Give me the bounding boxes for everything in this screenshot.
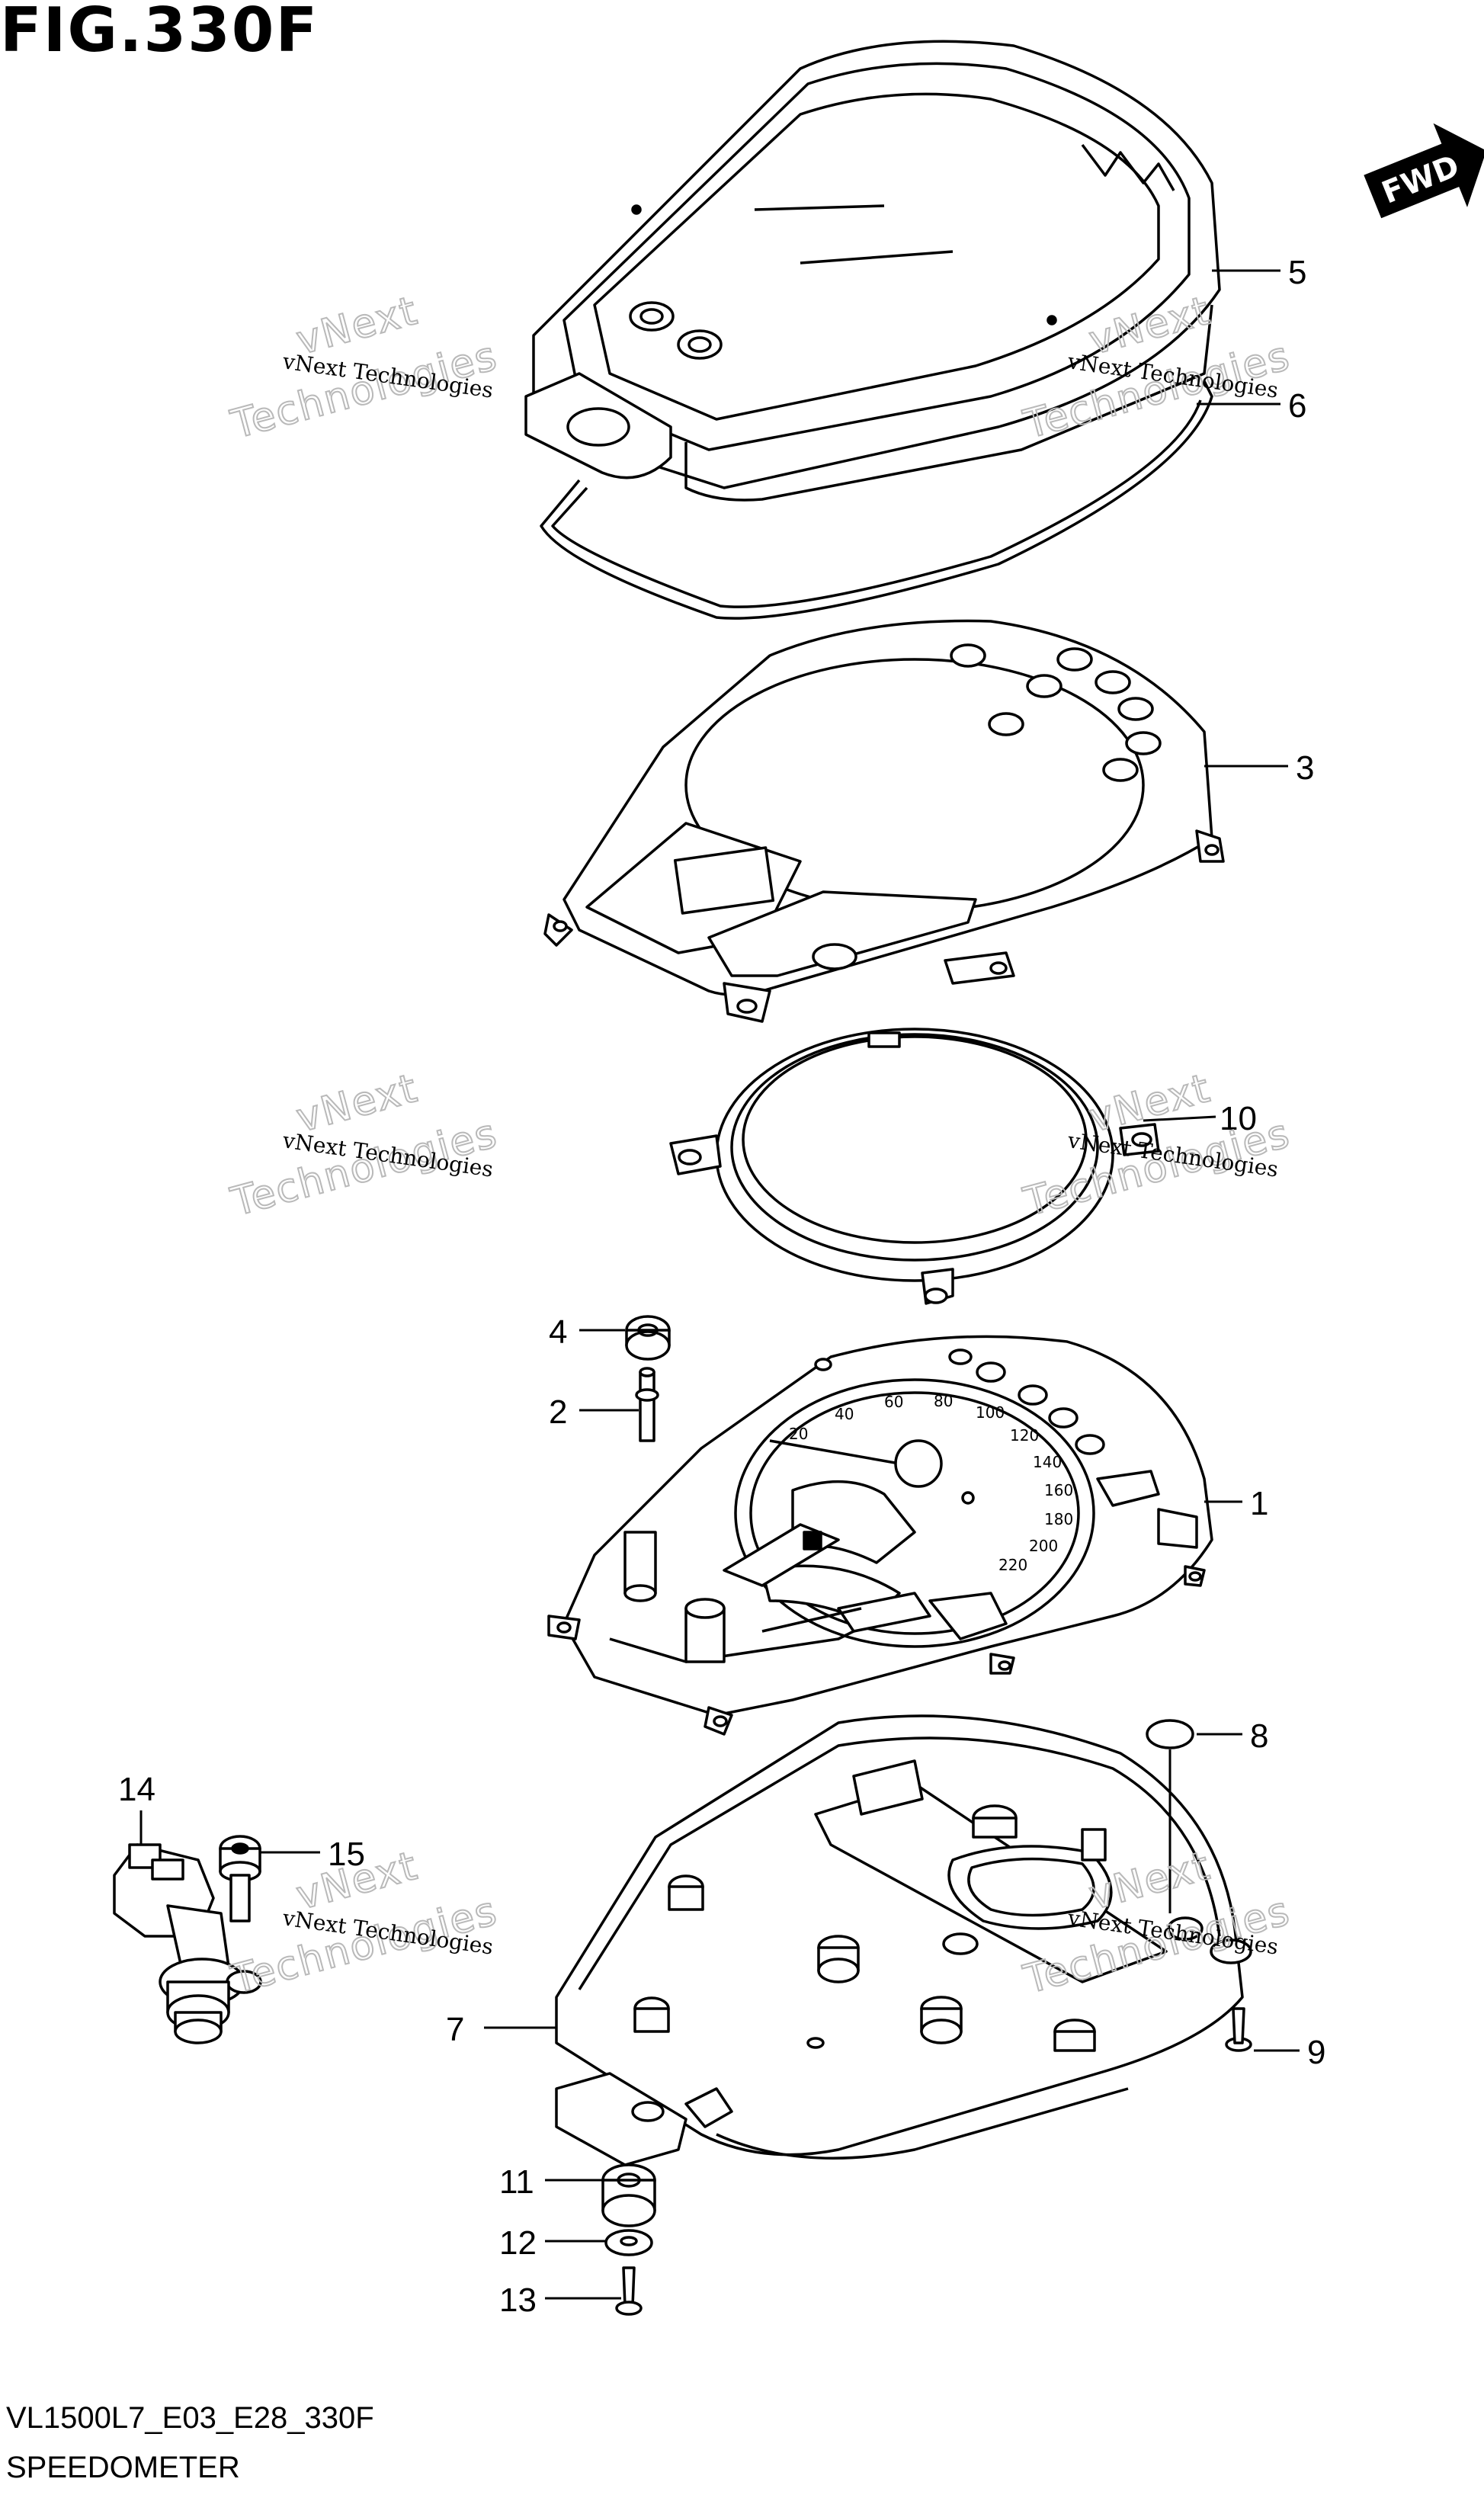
dial-number: 140 bbox=[1033, 1453, 1062, 1471]
part-12-washer bbox=[604, 2229, 653, 2256]
footer-code: VL1500L7_E03_E28_330F bbox=[6, 2401, 374, 2435]
callout-6: 6 bbox=[1288, 387, 1306, 425]
watermark-bottom-left: vNext Technologies vNext Technologies bbox=[226, 1842, 503, 2004]
dial-scale: 20 40 60 80 100 120 140 160 180 200 220 bbox=[789, 1392, 1073, 1574]
callout-11: 11 bbox=[499, 2163, 534, 2201]
part-6-gasket bbox=[540, 380, 1213, 620]
callout-2: 2 bbox=[549, 1393, 567, 1431]
part-4-nut bbox=[625, 1315, 671, 1361]
part-1-meter-assembly: 20 40 60 80 100 120 140 160 180 200 220 bbox=[547, 1335, 1213, 1736]
dial-number: 180 bbox=[1044, 1510, 1073, 1528]
dial-number: 200 bbox=[1029, 1537, 1058, 1555]
footer-name: SPEEDOMETER bbox=[6, 2451, 240, 2484]
callout-5: 5 bbox=[1288, 254, 1306, 291]
part-14-speed-sensor bbox=[113, 1843, 262, 2044]
dial-number: 20 bbox=[789, 1425, 808, 1443]
part-8-plug bbox=[1146, 1719, 1194, 1749]
callout-9: 9 bbox=[1307, 2034, 1325, 2071]
callout-10: 10 bbox=[1220, 1100, 1257, 1137]
leader-lines bbox=[139, 269, 1300, 2300]
dial-number: 120 bbox=[1010, 1426, 1039, 1445]
callout-14: 14 bbox=[118, 1771, 155, 1808]
dial-number: 40 bbox=[835, 1405, 854, 1423]
callout-12: 12 bbox=[499, 2224, 537, 2262]
part-5-meter-cover bbox=[524, 40, 1221, 502]
callout-7: 7 bbox=[446, 2011, 464, 2048]
callout-13: 13 bbox=[499, 2282, 537, 2319]
callout-8: 8 bbox=[1250, 1717, 1268, 1755]
part-15-bolt bbox=[219, 1835, 261, 1922]
callout-15: 15 bbox=[328, 1836, 365, 1873]
part-11-grommet bbox=[601, 2163, 656, 2227]
part-9-screw bbox=[1225, 2007, 1252, 2052]
fwd-arrow-icon: FWD bbox=[1364, 123, 1484, 219]
part-13-screw bbox=[615, 2266, 643, 2316]
part-7-lower-case bbox=[555, 1714, 1252, 2166]
dial-number: 220 bbox=[998, 1556, 1027, 1574]
part-2-pin bbox=[635, 1367, 659, 1442]
dial-number: 60 bbox=[884, 1393, 903, 1411]
watermark-mid-left: vNext Technologies vNext Technologies bbox=[226, 1065, 503, 1227]
svg-text:vNext: vNext bbox=[292, 1066, 423, 1142]
watermark-top-left: vNext Technologies vNext Technologies bbox=[226, 287, 503, 449]
dial-number: 80 bbox=[934, 1392, 953, 1410]
callout-3: 3 bbox=[1296, 749, 1314, 787]
part-10-ring bbox=[669, 1028, 1160, 1305]
callouts: 5 6 3 10 4 2 1 8 9 7 11 12 13 14 15 bbox=[118, 254, 1325, 2319]
callout-1: 1 bbox=[1250, 1485, 1268, 1522]
dial-number: 160 bbox=[1044, 1481, 1073, 1499]
figure-title: FIG.330F bbox=[0, 0, 319, 66]
callout-4: 4 bbox=[549, 1313, 567, 1351]
part-3-bezel bbox=[543, 619, 1225, 1023]
dial-number: 100 bbox=[976, 1403, 1005, 1422]
